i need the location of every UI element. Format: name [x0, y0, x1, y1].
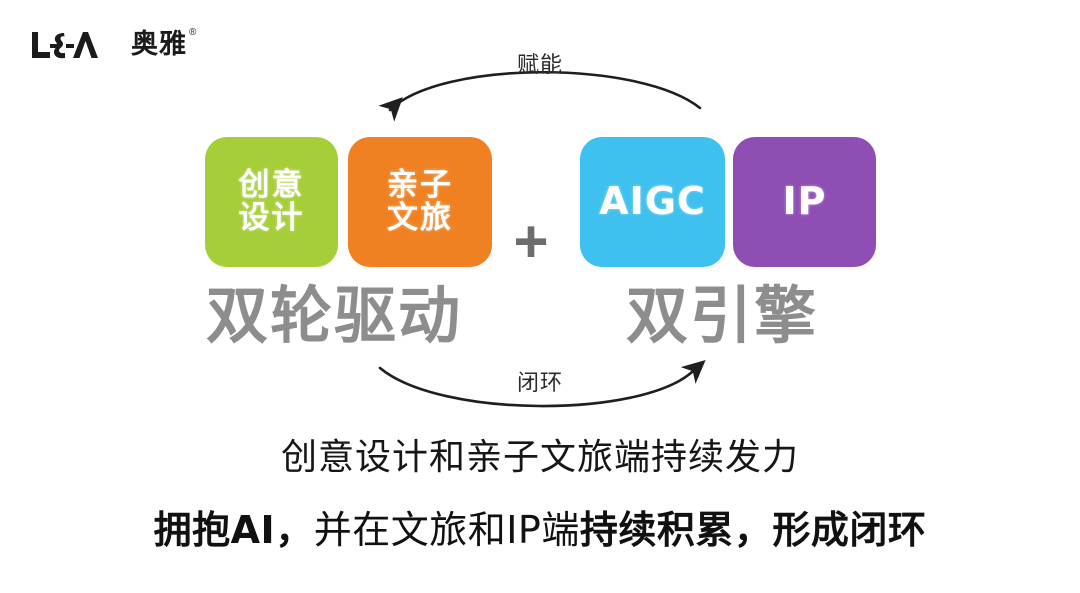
tile-family-tourism-line1: 亲子 [387, 166, 453, 203]
plus-operator-icon: + [513, 208, 549, 275]
tile-creative-design[interactable]: 创意 设计 [205, 137, 338, 267]
lea-logo-icon [32, 32, 98, 59]
arc-label-bottom: 闭环 [516, 371, 563, 396]
tile-creative-design-line1: 创意 [238, 166, 305, 203]
caption-line-1: 创意设计和亲子文旅端持续发力 [280, 437, 799, 478]
tile-aigc[interactable]: AIGC [580, 137, 725, 267]
logo-trademark-icon: ® [189, 27, 197, 38]
caption-line-2-part2: 并在文旅和IP端 [313, 508, 580, 552]
brand-logo: 奥雅 ® [30, 26, 196, 68]
tile-aigc-label: AIGC [599, 179, 706, 224]
logo-name: 奥雅 [131, 29, 187, 60]
tile-family-tourism[interactable]: 亲子 文旅 [348, 137, 492, 267]
arc-label-top: 赋能 [516, 53, 563, 78]
caption-line-2: 拥抱AI，并在文旅和IP端持续积累，形成闭环 [0, 499, 1080, 554]
heading-dual-engine: 双引擎 [626, 279, 819, 352]
tile-ip[interactable]: IP [733, 137, 876, 267]
heading-dual-wheel-drive: 双轮驱动 [206, 279, 463, 352]
tile-family-tourism-line2: 文旅 [387, 200, 453, 236]
caption-line-2-part3: 持续积累，形成闭环 [579, 508, 927, 552]
tile-creative-design-line2: 设计 [238, 200, 305, 236]
caption-line-2-part1: 拥抱AI， [153, 508, 314, 552]
tile-ip-label: IP [782, 179, 827, 224]
